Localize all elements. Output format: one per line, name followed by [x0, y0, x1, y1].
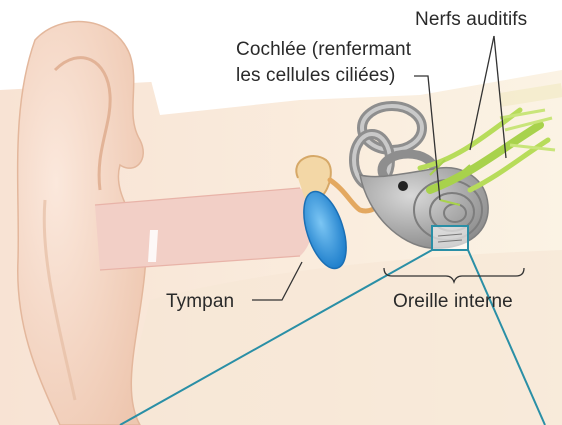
label-tympan: Tympan — [166, 289, 234, 315]
label-cochlee-line1: Cochlée (renfermant — [236, 37, 411, 63]
label-cochlee: Cochlée (renfermant les cellules ciliées… — [236, 37, 411, 89]
label-oreille-interne: Oreille interne — [393, 289, 513, 315]
label-cochlee-line2: les cellules ciliées) — [236, 63, 411, 89]
label-nerfs-auditifs: Nerfs auditifs — [415, 7, 527, 33]
